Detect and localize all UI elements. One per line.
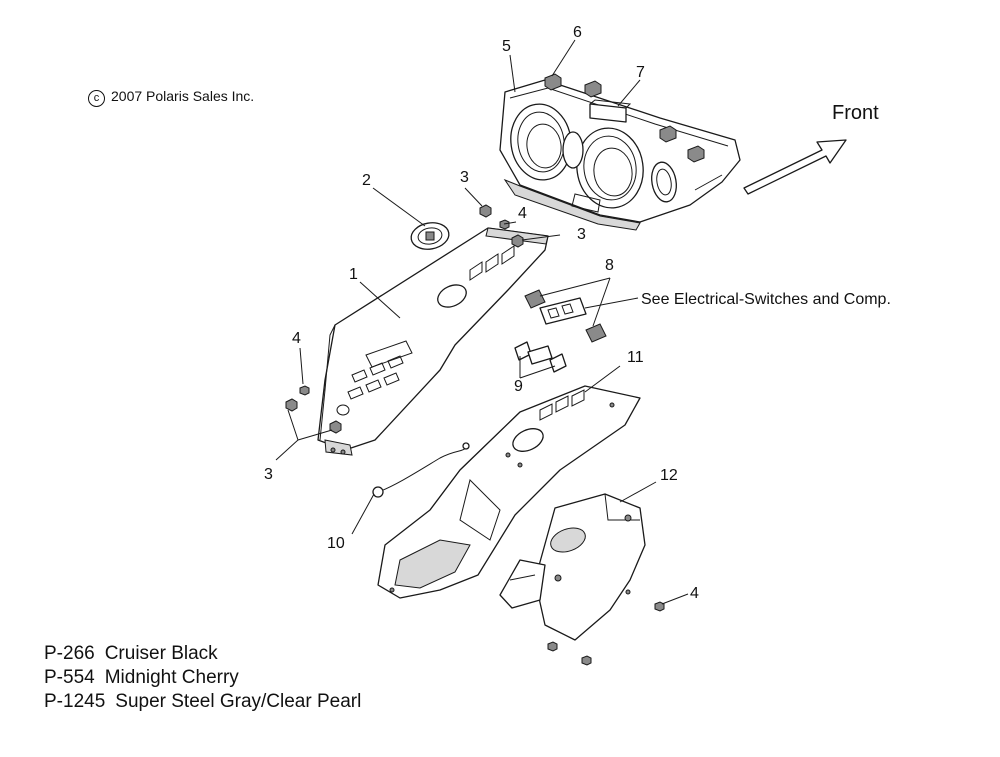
paint-name: Cruiser Black <box>104 643 218 664</box>
callout-3-top: 3 <box>460 169 469 186</box>
screw-group-upper <box>285 204 524 434</box>
leader-lines <box>275 39 689 605</box>
callout-7: 7 <box>636 64 645 81</box>
front-label: Front <box>832 102 879 124</box>
cable <box>372 442 470 498</box>
callout-12: 12 <box>660 467 678 484</box>
paint-code: P-1245 <box>44 691 106 712</box>
electrical-note: See Electrical-Switches and Comp. <box>641 291 891 308</box>
gauge-housing <box>499 79 741 231</box>
callout-4-top: 4 <box>518 205 527 222</box>
callout-4-left: 4 <box>292 330 301 347</box>
upper-console <box>317 227 549 456</box>
paint-row: P-554 Midnight Cherry <box>44 666 371 690</box>
clip-group <box>544 73 705 163</box>
screw-group-lower <box>547 601 665 666</box>
callout-3-left: 3 <box>264 466 273 483</box>
callout-1: 1 <box>349 266 358 283</box>
callout-labels: 5 6 7 2 3 4 3 1 8 See Electrical-Switche… <box>264 24 891 602</box>
callout-11: 11 <box>627 349 644 366</box>
paint-code: P-266 <box>44 643 95 664</box>
paint-code: P-554 <box>44 667 95 688</box>
rear-bin <box>499 493 646 641</box>
callout-5: 5 <box>502 38 511 55</box>
indicator-lens <box>589 103 627 123</box>
callout-2: 2 <box>362 172 371 189</box>
copyright-text: 2007 Polaris Sales Inc. <box>111 88 255 104</box>
callout-8: 8 <box>605 257 614 274</box>
paint-row: P-266 Cruiser Black <box>44 642 371 666</box>
paint-name: Midnight Cherry <box>104 667 239 688</box>
callout-10: 10 <box>327 535 345 552</box>
copyright-notice: c 2007 Polaris Sales Inc. <box>88 88 254 107</box>
paint-name: Super Steel Gray/Clear Pearl <box>115 691 362 712</box>
lower-console <box>377 385 641 599</box>
bezel-group <box>514 341 567 373</box>
copyright-icon: c <box>88 90 105 107</box>
paint-row: P-1245 Super Steel Gray/Clear Pearl <box>44 690 371 714</box>
callout-3-mid: 3 <box>577 226 586 243</box>
callout-9: 9 <box>514 378 523 395</box>
fuel-cap <box>410 222 450 250</box>
callout-4-bottom: 4 <box>690 585 699 602</box>
front-arrow <box>743 139 847 195</box>
callout-6: 6 <box>573 24 582 41</box>
switch-group <box>524 289 607 343</box>
